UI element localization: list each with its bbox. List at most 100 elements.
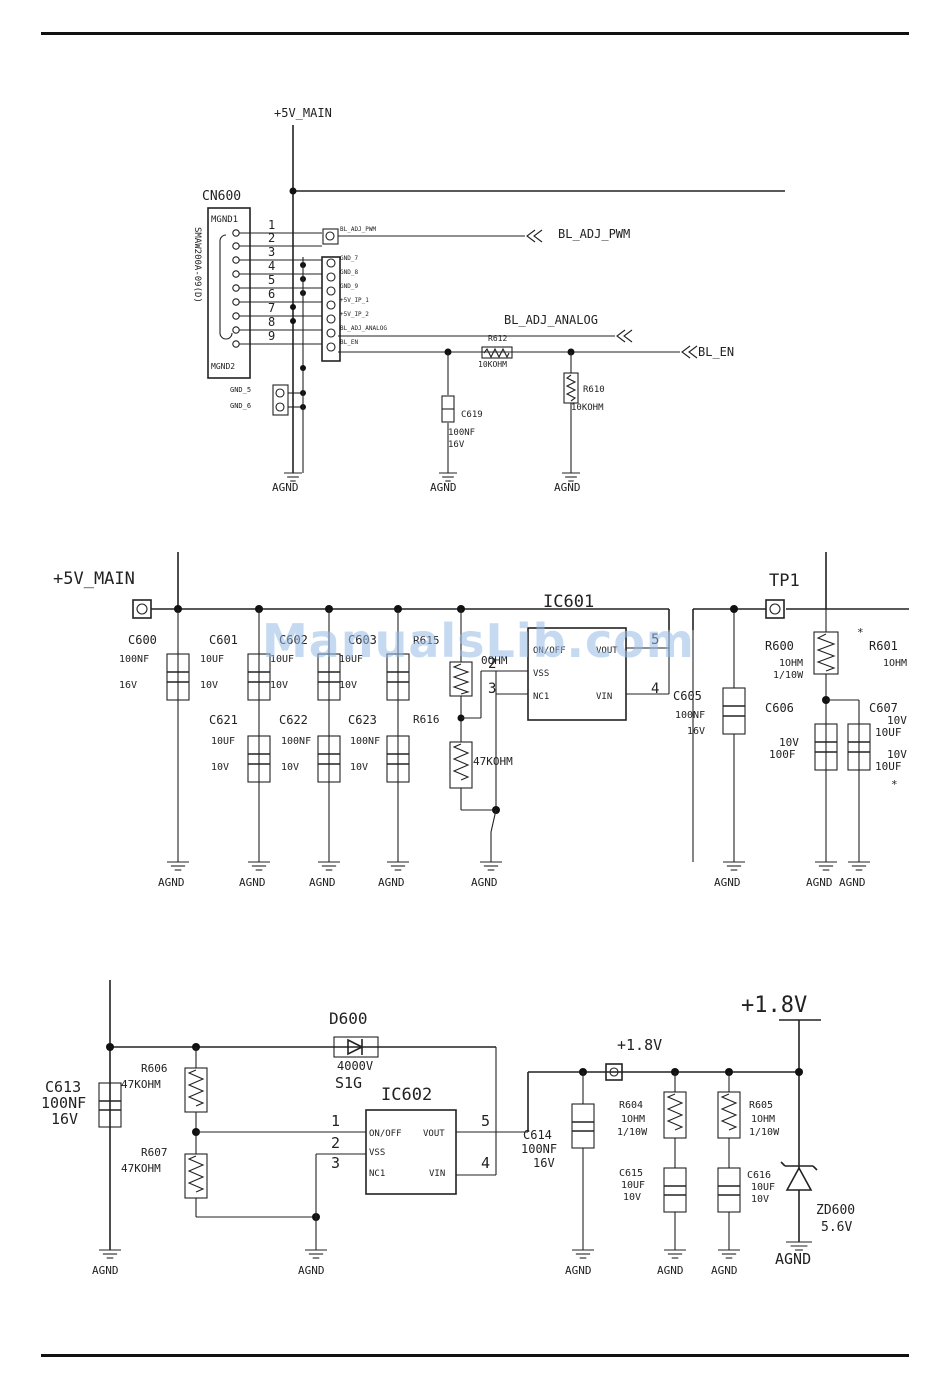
c613-volt: 16V xyxy=(51,1110,78,1128)
r600-ref: R600 xyxy=(765,639,794,653)
net-label: +5V_IP_1 xyxy=(340,297,369,304)
ic602-pin5: 5 xyxy=(481,1112,490,1130)
capacitor xyxy=(386,653,410,701)
d600-ref: D600 xyxy=(329,1009,368,1028)
d600-part: 4000V xyxy=(337,1059,373,1073)
c605-val: 100NF xyxy=(675,710,705,721)
asterisk: * xyxy=(857,626,864,639)
pin-number: 4 xyxy=(268,259,275,273)
ic601-nc1: NC1 xyxy=(533,692,549,702)
tp1-label: TP1 xyxy=(769,571,800,591)
c607-ref: C607 xyxy=(869,701,898,715)
r604-pw: 1/10W xyxy=(617,1127,648,1138)
agnd-label: AGND xyxy=(298,1264,325,1277)
c615-capacitor xyxy=(663,1167,687,1213)
c615-val: 10UF xyxy=(621,1180,645,1191)
cap-ref: C621 xyxy=(209,713,238,727)
cap-val: 10UF xyxy=(200,654,224,665)
connector-pin xyxy=(232,242,240,250)
c614-volt: 16V xyxy=(533,1156,555,1170)
c607-val: 10UF xyxy=(875,760,902,773)
pwm-pad xyxy=(322,228,339,245)
connector-pin xyxy=(232,312,240,320)
power-big-label: +1.8V xyxy=(741,993,807,1018)
cap-val: 10UF xyxy=(211,736,235,747)
ic602-pin1: 1 xyxy=(331,1112,340,1130)
r604-val: 1OHM xyxy=(621,1114,645,1125)
capacitor xyxy=(317,653,341,701)
r607-val: 47KOHM xyxy=(121,1162,161,1175)
net-label: BL_ADJ_PWM xyxy=(340,226,377,233)
agnd-label: AGND xyxy=(430,481,457,494)
cap-volt: 10V xyxy=(350,762,368,773)
pin-number: 6 xyxy=(268,287,275,301)
r612-resistor xyxy=(481,346,513,359)
ground-symbol xyxy=(248,861,270,871)
cap-val: 100NF xyxy=(350,736,380,747)
cap-volt: 10V xyxy=(211,762,229,773)
header-pin xyxy=(326,258,336,268)
c605-volt: 16V xyxy=(687,726,705,737)
ground-symbol xyxy=(387,861,409,871)
pin-number: 1 xyxy=(268,218,275,232)
capacitor xyxy=(386,735,410,783)
header-pin xyxy=(326,286,336,296)
r605-val: 1OHM xyxy=(751,1114,775,1125)
cap-val: 10UF xyxy=(270,654,294,665)
connector-body xyxy=(207,207,251,379)
header-pin xyxy=(326,328,336,338)
ic602-vss: VSS xyxy=(369,1148,385,1158)
c616-volt: 10V xyxy=(751,1194,769,1205)
cap-val: 100NF xyxy=(119,654,149,665)
r601-ref: R601 xyxy=(869,639,898,653)
net-label: GND_8 xyxy=(340,269,358,276)
r606-val: 47KOHM xyxy=(121,1078,161,1091)
power-label: +5V_MAIN xyxy=(53,569,135,589)
connector-mgnd1: MGND1 xyxy=(211,215,238,225)
cap-volt: 10V xyxy=(339,680,357,691)
agnd-label: AGND xyxy=(239,876,266,889)
ic602-vout: VOUT xyxy=(423,1129,445,1139)
agnd-label: AGND xyxy=(471,876,498,889)
net-label: BL_EN xyxy=(340,339,358,346)
ground-symbol xyxy=(718,1249,740,1259)
ic601-ref: IC601 xyxy=(543,592,594,612)
agnd-label: AGND xyxy=(378,876,405,889)
cap-volt: 10V xyxy=(281,762,299,773)
offpage-en: BL_EN xyxy=(698,345,734,359)
ground-symbol xyxy=(815,861,837,871)
c616-ref: C616 xyxy=(747,1170,771,1181)
r612-val: 10KOHM xyxy=(478,360,507,369)
footer-rule xyxy=(41,1354,909,1357)
ic601-pin3: 3 xyxy=(488,681,496,697)
connector-pin xyxy=(232,340,240,348)
cap-val: 10UF xyxy=(339,654,363,665)
header-rule xyxy=(41,32,909,35)
power-label: +5V_MAIN xyxy=(274,106,332,120)
ground-symbol xyxy=(664,1249,686,1259)
pin-number: 8 xyxy=(268,315,275,329)
ic601-pin2: 2 xyxy=(488,656,496,672)
c607-val: 10UF xyxy=(875,726,902,739)
net-label: BL_ADJ_ANALOG xyxy=(340,325,387,332)
agnd-label: AGND xyxy=(554,481,581,494)
r610-val: 10KOHM xyxy=(571,403,604,413)
agnd-label: AGND xyxy=(657,1264,684,1277)
r616-ref: R616 xyxy=(413,713,440,726)
c613-ref: C613 xyxy=(45,1078,81,1096)
ic602-vin: VIN xyxy=(429,1169,445,1179)
pin-number: 2 xyxy=(268,231,275,245)
connector-pin xyxy=(232,284,240,292)
agnd-label: AGND xyxy=(806,876,833,889)
header-pin xyxy=(326,314,336,324)
r612-ref: R612 xyxy=(488,334,507,343)
c616-capacitor xyxy=(717,1167,741,1213)
connector-pin xyxy=(232,256,240,264)
capacitor xyxy=(247,735,271,783)
cap-volt: 10V xyxy=(200,680,218,691)
c613-val: 100NF xyxy=(41,1094,86,1112)
agnd-label: AGND xyxy=(839,876,866,889)
agnd-label: AGND xyxy=(565,1264,592,1277)
ground-symbol xyxy=(562,472,580,482)
